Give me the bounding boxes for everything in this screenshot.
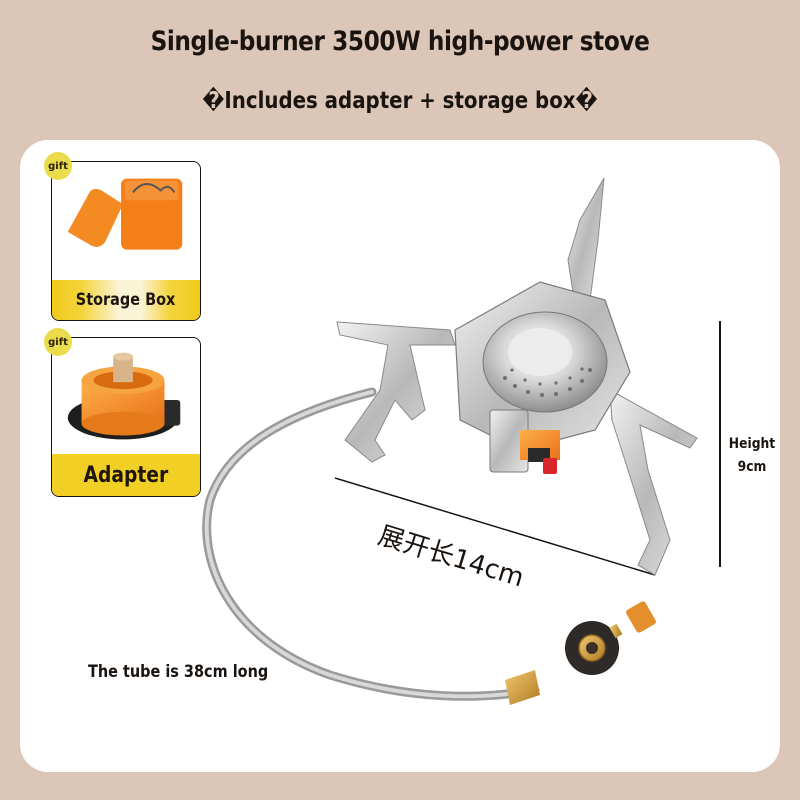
gift-label-text: Adapter xyxy=(83,462,169,488)
gift-badge: gift xyxy=(44,152,72,180)
adapter-image xyxy=(67,352,181,440)
height-label: Height 9cm xyxy=(726,433,779,479)
height-label-value: 9cm xyxy=(737,459,767,475)
gift-label-storage-box: Storage Box xyxy=(52,280,200,320)
storage-box-image xyxy=(67,178,183,250)
gift-label-text: Storage Box xyxy=(76,290,176,310)
tube-length-label: The tube is 38cm long xyxy=(88,662,269,682)
page-subtitle: �Includes adapter + storage box� xyxy=(202,88,598,114)
height-label-title: Height xyxy=(728,436,776,452)
gift-card-adapter: gift Adapter xyxy=(44,328,201,497)
gift-badge: gift xyxy=(44,328,72,356)
gift-label-adapter: Adapter xyxy=(52,454,200,496)
page-title: Single-burner 3500W high-power stove xyxy=(150,26,650,57)
height-measure-line xyxy=(719,321,721,567)
gift-card-storage-box: gift Storage Box xyxy=(44,152,201,321)
length-measure-line xyxy=(334,477,656,576)
